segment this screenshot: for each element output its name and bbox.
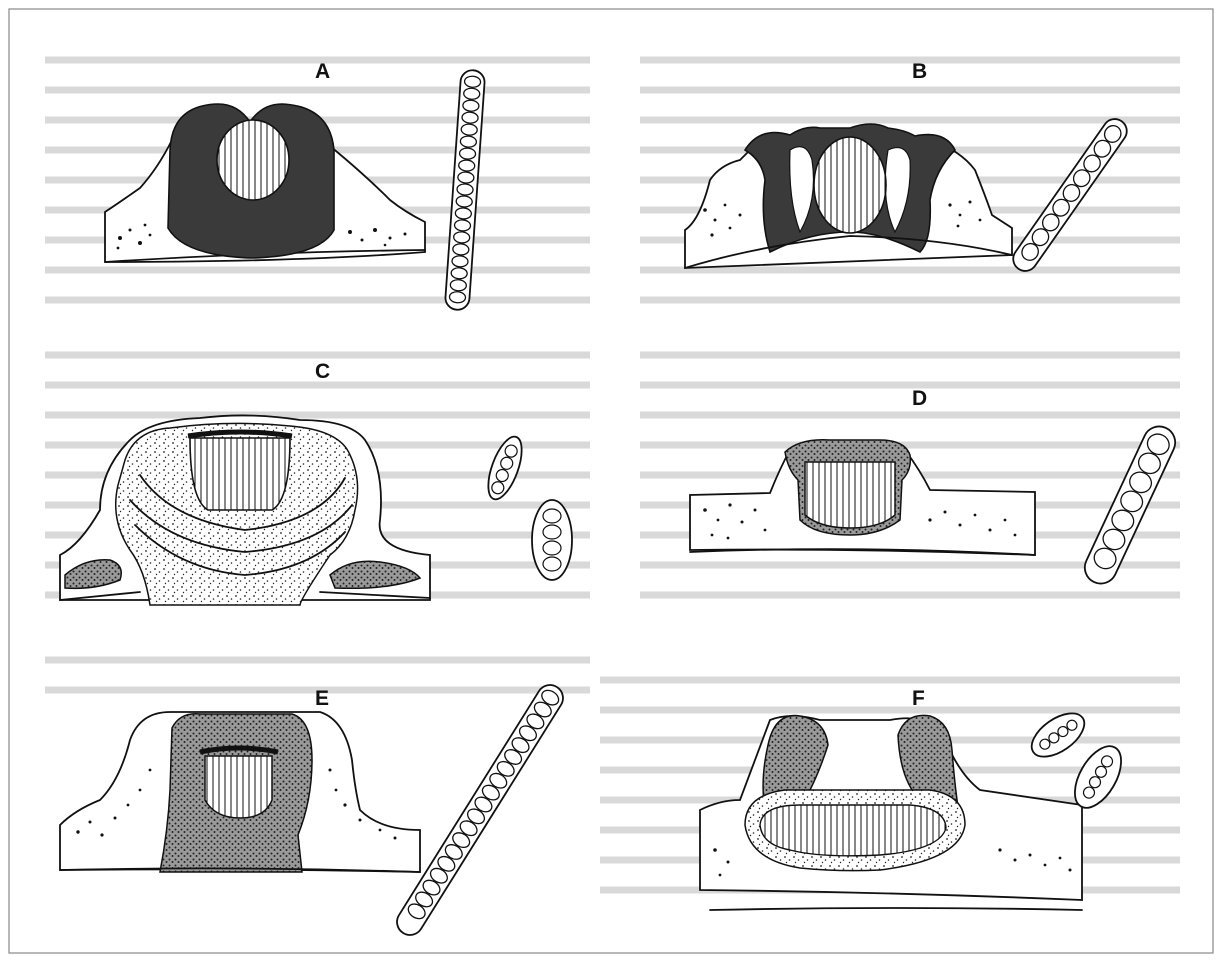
panel-e-label: E <box>315 687 329 710</box>
panel-f-section <box>700 715 1082 910</box>
panel-b-section <box>685 124 1012 268</box>
hymenium-b <box>814 137 886 233</box>
panel-d-section <box>690 440 1035 555</box>
panel-f-label: F <box>912 687 925 710</box>
hymenium-a <box>217 120 289 200</box>
spore-a <box>445 69 486 310</box>
hymenium-f <box>760 805 946 856</box>
panel-a-label: A <box>315 60 330 83</box>
spore-c-2 <box>532 500 572 580</box>
panel-c-label: C <box>315 360 330 383</box>
spore-e <box>392 680 568 940</box>
panel-b-label: B <box>912 60 927 83</box>
spore-f-1 <box>1024 705 1092 766</box>
hymenium-e <box>205 756 272 818</box>
hymenium-c <box>190 438 290 510</box>
panel-e-section <box>60 712 420 872</box>
panel-d-label: D <box>912 387 927 410</box>
hymenium-d <box>805 462 895 528</box>
panel-e: E <box>60 680 568 940</box>
spore-b <box>1009 114 1132 275</box>
